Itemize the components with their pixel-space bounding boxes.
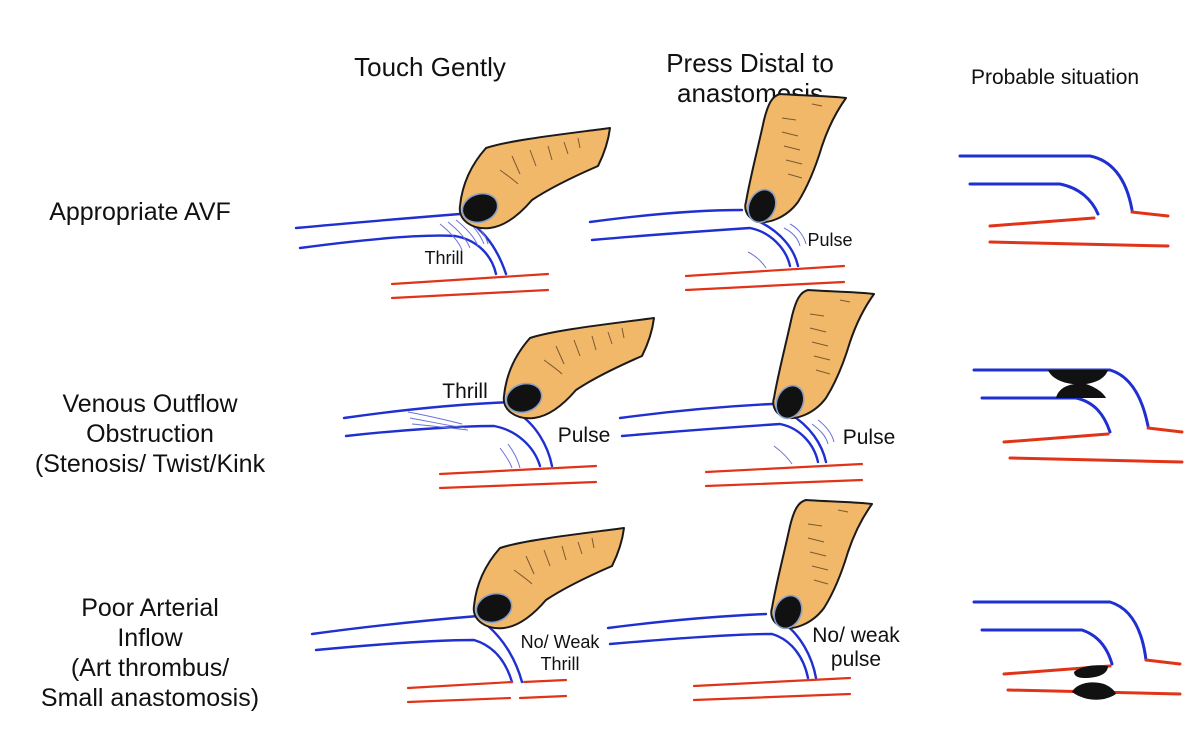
r2-touch-artery-top — [438, 464, 598, 476]
r1-touch-finger — [457, 127, 611, 230]
r3-press-illustration — [606, 499, 873, 702]
r3-press-artery-bottom — [692, 692, 852, 702]
r3-press-finger — [768, 499, 873, 634]
r2-touch-finger — [501, 317, 655, 420]
r2-prob-vein-inner — [980, 396, 1112, 434]
column-header-press-distal-line2: anastomosis — [677, 78, 823, 108]
r1-prob-artery-top — [988, 216, 1096, 228]
r3-touch-finger — [471, 527, 625, 630]
row-header-venous-line3: (Stenosis/ Twist/Kink — [34, 450, 266, 478]
r3-press-vein-top — [606, 612, 768, 630]
r1-touch-thrill-label: Thrill — [424, 248, 464, 268]
r1-prob-vein-outer — [958, 154, 1134, 212]
r2-prob-vein-outer — [972, 368, 1150, 428]
r1-touch-illustration — [294, 127, 611, 300]
r3-touch-vein-join — [486, 624, 524, 684]
r1-press-pulse-label: Pulse — [807, 230, 853, 250]
column-header-touch-gently: Touch Gently — [354, 52, 506, 82]
r1-prob-artery-bottom — [988, 240, 1170, 248]
r3-touch-vein-bottom — [314, 638, 514, 684]
r3-touch-vein-top — [310, 614, 480, 636]
r2-press-vein-bottom — [620, 422, 820, 464]
r2-prob-artery-top — [1002, 432, 1110, 444]
r3-prob-vein-outer — [972, 600, 1148, 662]
r3-prob-thrombus-upper — [1074, 665, 1108, 678]
r1-press-vein-top — [588, 208, 744, 224]
r2-prob-artery-stub — [1146, 426, 1184, 434]
r2-press-artery-top — [704, 462, 864, 474]
r2-touch-thrill-label: Thrill — [442, 380, 488, 403]
r2-touch-illustration — [342, 317, 655, 490]
r3-touch-artery-top-left — [406, 680, 514, 690]
r1-prob-vein-inner — [968, 182, 1100, 216]
r3-prob-artery-stub — [1144, 658, 1182, 666]
r2-press-artery-bottom — [704, 478, 864, 488]
r2-touch-pulse-label: Pulse — [557, 424, 611, 447]
r2-prob-artery-bottom — [1008, 456, 1184, 464]
r1-press-vein-bottom — [590, 226, 792, 268]
r2-press-vein-top — [618, 402, 774, 420]
r3-press-label-line2: pulse — [830, 648, 882, 671]
row-header-arterial-line1: Poor Arterial — [81, 594, 219, 622]
column-header-probable-situation: Probable situation — [970, 66, 1140, 89]
r3-touch-artery-bottom-right — [518, 694, 568, 700]
r2-touch-artery-bottom — [438, 480, 598, 490]
r3-touch-artery-top-right — [522, 678, 568, 684]
r1-press-pulse-lines — [747, 223, 807, 269]
r2-touch-vein-bottom — [344, 424, 542, 468]
row-header-venous-line1: Venous Outflow — [62, 390, 238, 418]
r3-touch-illustration — [310, 527, 625, 704]
r2-prob-stenosis-lower — [1056, 383, 1106, 398]
r2-touch-thrill-lines — [407, 411, 469, 431]
r1-press-artery-bottom — [684, 280, 846, 292]
r2-press-illustration — [618, 289, 875, 488]
r1-probable-illustration — [958, 154, 1170, 248]
r1-prob-artery-stub — [1130, 210, 1170, 218]
r2-press-pulse-lines — [773, 419, 835, 465]
row-header-arterial-line2: Inflow — [117, 624, 183, 652]
r1-touch-artery-bottom — [390, 288, 550, 300]
r2-prob-stenosis-upper — [1048, 370, 1108, 385]
row-header-arterial-line4: Small anastomosis) — [40, 684, 260, 712]
r3-prob-vein-inner — [980, 628, 1114, 666]
r2-press-finger — [770, 289, 875, 424]
column-headers: Touch Gently Press Distal to anastomosis… — [354, 48, 1140, 108]
r3-probable-illustration — [972, 600, 1182, 700]
r3-press-label-line1: No/ weak — [812, 624, 900, 647]
r1-touch-thrill-lines — [439, 217, 489, 251]
r1-touch-vein-top — [294, 212, 462, 230]
row-header-appropriate-avf: Appropriate AVF — [49, 198, 231, 226]
row-header-venous-line2: Obstruction — [86, 420, 214, 448]
r1-press-artery-top — [684, 264, 846, 278]
r3-press-vein-bottom — [608, 632, 810, 680]
r3-touch-label-line2: Thrill — [540, 654, 580, 674]
r3-press-artery-top — [692, 676, 852, 688]
r2-probable-illustration — [972, 368, 1184, 464]
row-header-arterial-line3: (Art thrombus/ — [70, 654, 230, 682]
r2-touch-vein-top — [342, 400, 514, 420]
column-header-press-distal-line1: Press Distal to — [666, 48, 834, 78]
r3-touch-label-line1: No/ Weak — [520, 632, 600, 652]
r3-prob-thrombus-lower — [1072, 682, 1116, 700]
r1-press-vein-join — [758, 220, 800, 268]
r1-touch-vein-bottom — [298, 234, 498, 276]
r2-press-pulse-label: Pulse — [842, 426, 896, 449]
r2-press-vein-join — [788, 412, 828, 464]
r1-touch-artery-top — [390, 272, 550, 286]
r2-touch-pulse-lines — [499, 443, 521, 469]
r3-touch-artery-bottom-left — [406, 696, 512, 704]
row-headers: Appropriate AVF Venous Outflow Obstructi… — [34, 198, 266, 712]
r1-press-illustration — [588, 93, 847, 292]
